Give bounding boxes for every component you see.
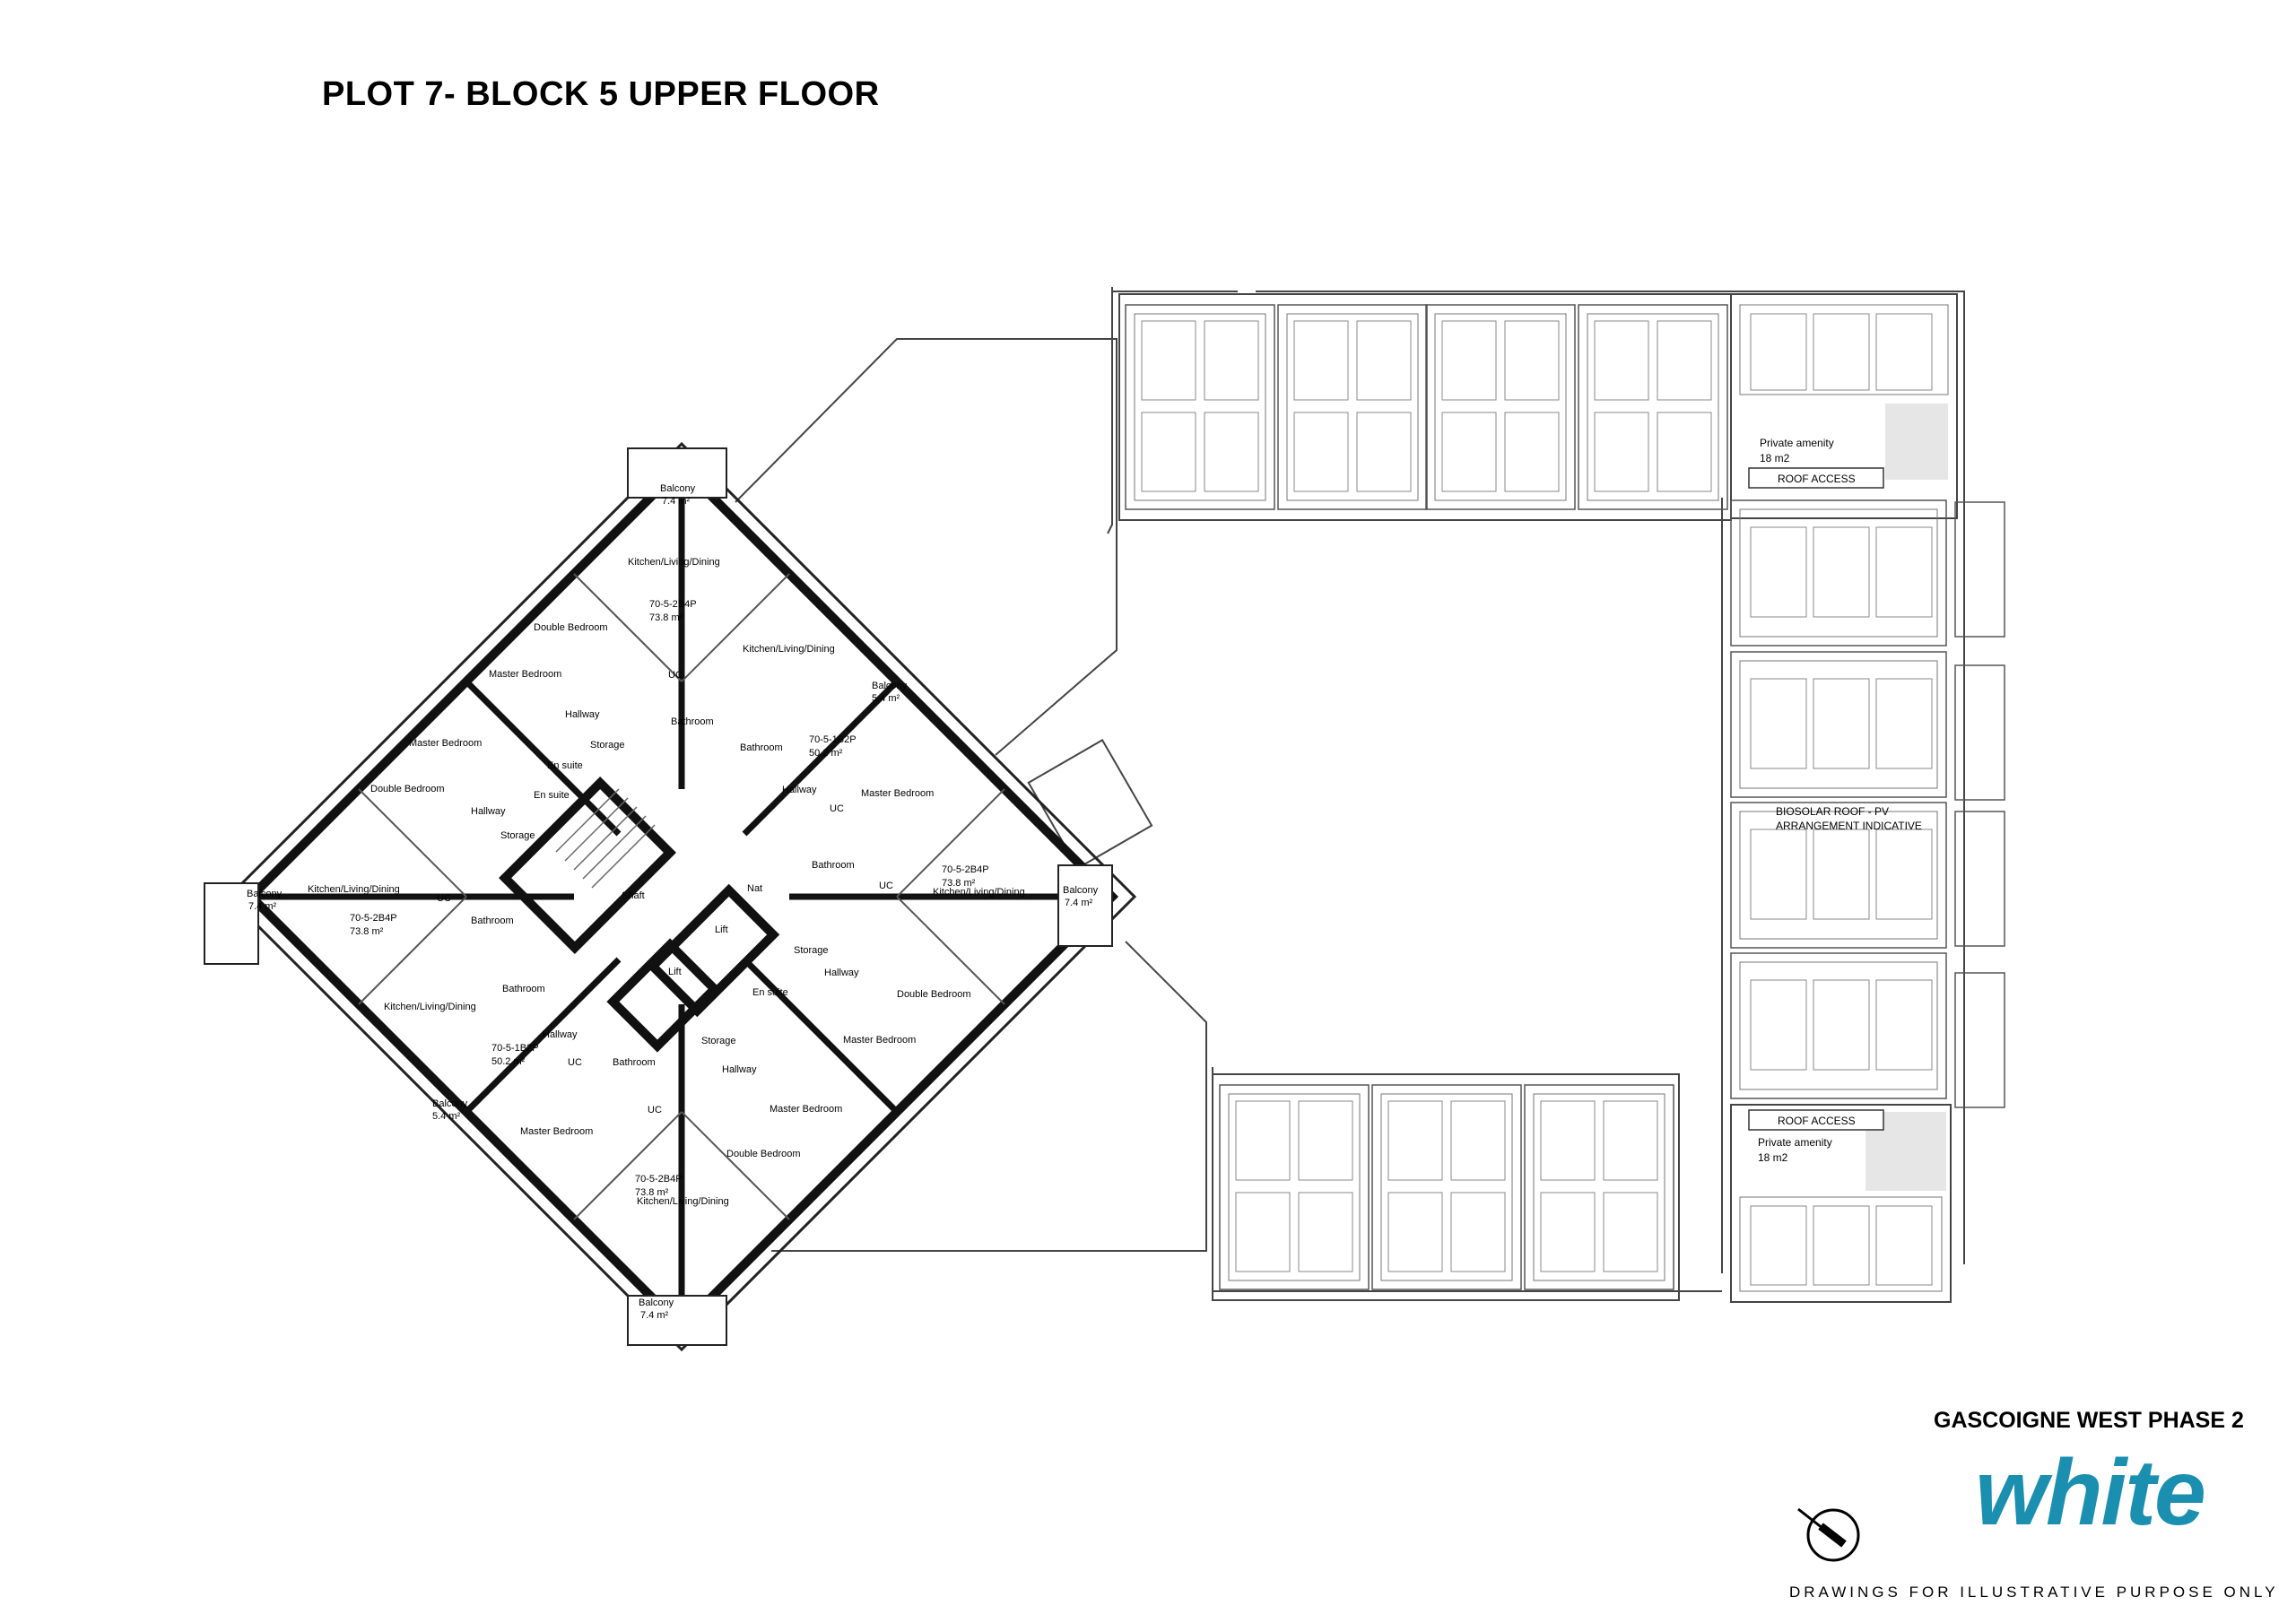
unit-labels: 70-5-2B4P 73.8 m² 70-5-1B2P 50.2 m² 70-5… [350, 599, 989, 1198]
svg-text:70-5-2B4P: 70-5-2B4P [635, 1174, 683, 1185]
svg-text:Double Bedroom: Double Bedroom [534, 622, 608, 633]
svg-text:Bathroom: Bathroom [740, 742, 783, 753]
svg-text:73.8 m²: 73.8 m² [649, 612, 683, 623]
svg-text:Shaft: Shaft [622, 890, 645, 901]
svg-text:70-5-2B4P: 70-5-2B4P [350, 913, 397, 924]
svg-text:Balcony: Balcony [247, 889, 283, 899]
svg-text:70-5-1B2P: 70-5-1B2P [491, 1043, 539, 1054]
svg-text:UC: UC [437, 893, 451, 904]
svg-text:Storage: Storage [701, 1036, 736, 1046]
svg-text:73.8 m²: 73.8 m² [942, 878, 976, 889]
svg-text:Kitchen/Living/Dining: Kitchen/Living/Dining [933, 887, 1025, 898]
roof-access-label: ROOF ACCESS [1778, 1115, 1856, 1127]
svg-text:Private amenity: Private amenity [1758, 1136, 1832, 1149]
svg-text:7.4 m²: 7.4 m² [248, 901, 277, 912]
svg-text:Master Bedroom: Master Bedroom [843, 1035, 916, 1046]
svg-text:Storage: Storage [500, 830, 535, 841]
svg-text:ARRANGEMENT INDICATIVE: ARRANGEMENT INDICATIVE [1776, 820, 1922, 832]
svg-text:5.4 m²: 5.4 m² [872, 693, 900, 704]
svg-text:50.2 m²: 50.2 m² [809, 748, 843, 759]
residential-block [204, 441, 1137, 1352]
svg-text:Bathroom: Bathroom [812, 860, 855, 871]
company-logo: white [1975, 1445, 2206, 1544]
svg-text:Bathroom: Bathroom [502, 984, 545, 994]
svg-text:Bathroom: Bathroom [671, 716, 714, 727]
svg-text:Lift: Lift [715, 924, 728, 935]
svg-text:73.8 m²: 73.8 m² [350, 926, 384, 937]
svg-text:Master Bedroom: Master Bedroom [861, 788, 934, 799]
pv-array-top [1118, 293, 1958, 521]
svg-text:BIOSOLAR ROOF - PV: BIOSOLAR ROOF - PV [1776, 805, 1889, 818]
pv-array-right [1730, 499, 2005, 1303]
svg-text:Hallway: Hallway [565, 709, 600, 720]
svg-text:18 m2: 18 m2 [1758, 1151, 1788, 1164]
balcony-labels: Balcony 7.4 m² Balcony 5.4 m² Balcony 7.… [247, 483, 1099, 1321]
svg-text:Bathroom: Bathroom [471, 916, 514, 926]
svg-text:Kitchen/Living/Dining: Kitchen/Living/Dining [628, 557, 720, 568]
svg-text:70-5-2B4P: 70-5-2B4P [942, 864, 989, 875]
svg-text:UC: UC [568, 1057, 582, 1068]
svg-text:18 m2: 18 m2 [1760, 452, 1790, 464]
project-name: GASCOIGNE WEST PHASE 2 [1934, 1408, 2244, 1433]
svg-text:Nat: Nat [747, 883, 762, 894]
svg-text:7.4 m²: 7.4 m² [1065, 898, 1093, 908]
room-labels: Kitchen/Living/Dining Double Bedroom Mas… [308, 557, 1025, 1207]
svg-text:Master Bedroom: Master Bedroom [489, 669, 561, 680]
svg-text:Kitchen/Living/Dining: Kitchen/Living/Dining [308, 884, 400, 895]
svg-text:70-5-2B4P: 70-5-2B4P [649, 599, 697, 610]
svg-text:En suite: En suite [752, 987, 788, 998]
svg-text:Hallway: Hallway [471, 806, 506, 817]
svg-text:Double Bedroom: Double Bedroom [370, 784, 445, 794]
svg-text:Master Bedroom: Master Bedroom [520, 1126, 593, 1137]
svg-text:Balcony: Balcony [660, 483, 696, 494]
building-core [499, 777, 780, 1053]
svg-text:73.8 m²: 73.8 m² [635, 1187, 669, 1198]
svg-text:UC: UC [648, 1105, 662, 1115]
svg-text:Balcony: Balcony [639, 1298, 674, 1308]
disclaimer: DRAWINGS FOR ILLUSTRATIVE PURPOSE ONLY [1789, 1584, 2279, 1601]
svg-text:Kitchen/Living/Dining: Kitchen/Living/Dining [637, 1196, 729, 1207]
svg-text:Bathroom: Bathroom [613, 1057, 656, 1068]
svg-text:Master Bedroom: Master Bedroom [409, 738, 482, 749]
svg-text:Double Bedroom: Double Bedroom [897, 989, 971, 1000]
svg-text:Balcony: Balcony [872, 681, 908, 691]
svg-text:white: white [1975, 1445, 2205, 1544]
svg-text:Kitchen/Living/Dining: Kitchen/Living/Dining [384, 1002, 476, 1012]
svg-text:50.2 m²: 50.2 m² [491, 1056, 526, 1067]
svg-text:Double Bedroom: Double Bedroom [726, 1149, 801, 1159]
svg-text:UC: UC [668, 670, 683, 681]
north-arrow-icon [1797, 1507, 1860, 1562]
svg-text:En suite: En suite [547, 760, 583, 771]
svg-text:7.4 m²: 7.4 m² [640, 1310, 669, 1321]
svg-text:Private amenity: Private amenity [1760, 437, 1834, 449]
svg-text:Hallway: Hallway [543, 1029, 578, 1040]
svg-text:UC: UC [879, 881, 893, 891]
svg-text:UC: UC [830, 803, 844, 814]
page-title: PLOT 7- BLOCK 5 UPPER FLOOR [322, 75, 880, 113]
svg-text:Balcony: Balcony [432, 1098, 468, 1109]
svg-text:Hallway: Hallway [824, 968, 859, 978]
pv-array-bottom [1212, 1073, 1680, 1301]
svg-text:Kitchen/Living/Dining: Kitchen/Living/Dining [743, 644, 835, 655]
svg-text:En suite: En suite [534, 790, 570, 801]
svg-text:5.4 m²: 5.4 m² [432, 1111, 461, 1122]
svg-text:Hallway: Hallway [782, 785, 817, 795]
svg-text:Master Bedroom: Master Bedroom [770, 1104, 842, 1115]
svg-text:Balcony: Balcony [1063, 885, 1099, 896]
roof-access-label: ROOF ACCESS [1778, 473, 1856, 485]
svg-text:70-5-1B2P: 70-5-1B2P [809, 734, 857, 745]
svg-text:Storage: Storage [794, 945, 829, 956]
svg-text:7.4 m²: 7.4 m² [662, 496, 691, 507]
roof-labels: Private amenity 18 m2 ROOF ACCESS BIOSOL… [1748, 437, 1922, 1164]
svg-text:Hallway: Hallway [722, 1064, 757, 1075]
svg-text:Lift: Lift [668, 967, 682, 977]
svg-text:Storage: Storage [590, 740, 625, 751]
